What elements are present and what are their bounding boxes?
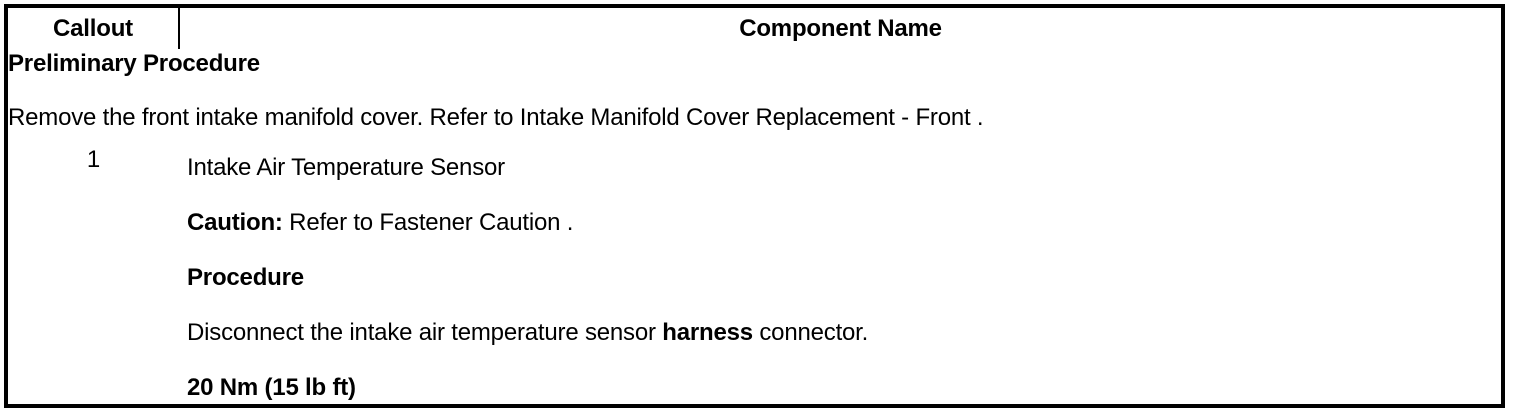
preliminary-procedure-cell: Preliminary Procedure Remove the front i… bbox=[8, 49, 1501, 146]
preliminary-procedure-body: Remove the front intake manifold cover. … bbox=[8, 104, 984, 131]
callout-number: 1 bbox=[8, 146, 179, 404]
preliminary-procedure-title: Preliminary Procedure bbox=[8, 50, 260, 77]
table-header-row: Callout Component Name bbox=[8, 8, 1501, 49]
component-table: Callout Component Name Preliminary Proce… bbox=[4, 4, 1505, 408]
component-name-text: Intake Air Temperature Sensor bbox=[187, 154, 505, 181]
procedure-step-line: Disconnect the intake air temperature se… bbox=[187, 318, 1501, 373]
caution-text: Refer to Fastener Caution . bbox=[282, 209, 574, 236]
procedure-step-emphasis: harness bbox=[662, 319, 753, 346]
caution-label: Caution: bbox=[187, 209, 283, 236]
preliminary-procedure-row: Preliminary Procedure Remove the front i… bbox=[8, 49, 1501, 146]
caution-line: Caution: Refer to Fastener Caution . bbox=[187, 208, 1501, 263]
torque-specification: 20 Nm (15 lb ft) bbox=[187, 374, 356, 401]
procedure-step-text-post: connector. bbox=[752, 319, 869, 346]
component-detail-lines: Intake Air Temperature Sensor Caution: R… bbox=[187, 153, 1501, 404]
table-row: 1 Intake Air Temperature Sensor Caution:… bbox=[8, 146, 1501, 404]
component-details-cell: Intake Air Temperature Sensor Caution: R… bbox=[179, 146, 1501, 404]
procedure-heading: Procedure bbox=[187, 264, 304, 291]
column-header-callout: Callout bbox=[8, 8, 180, 49]
callout-component-table: Callout Component Name Preliminary Proce… bbox=[8, 8, 1501, 404]
procedure-step-text-pre: Disconnect the intake air temperature se… bbox=[187, 319, 663, 346]
column-header-component-name: Component Name bbox=[179, 8, 1501, 49]
